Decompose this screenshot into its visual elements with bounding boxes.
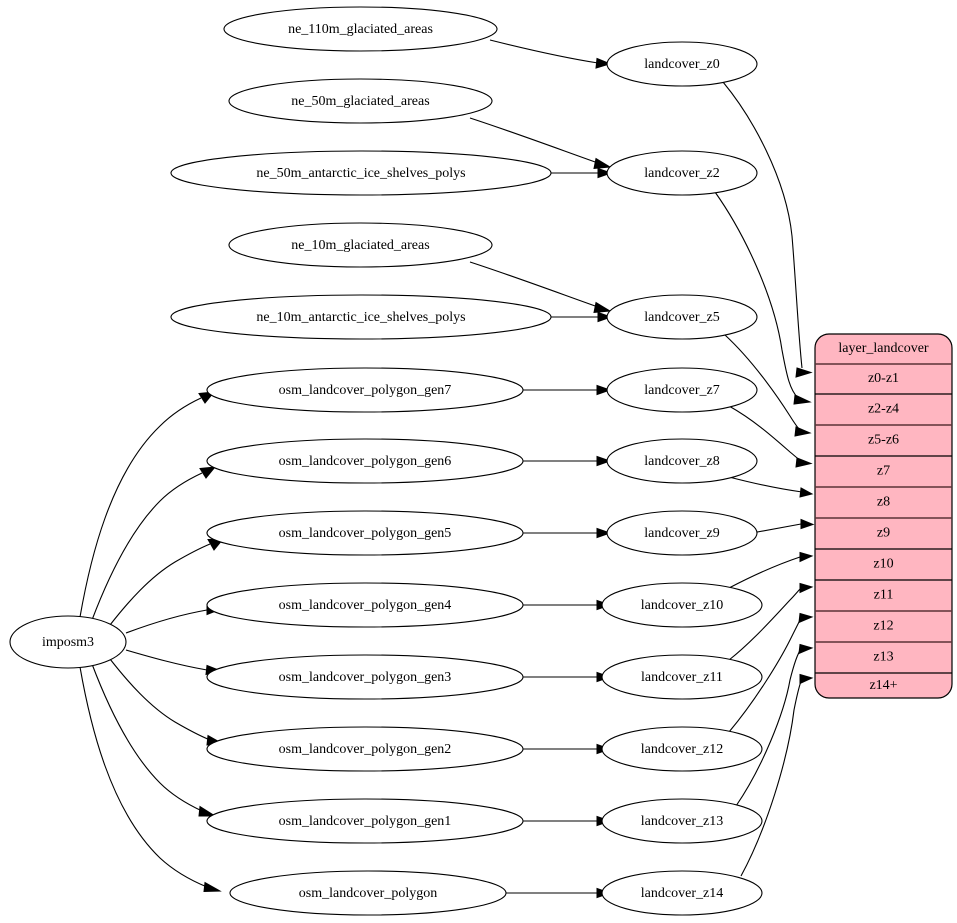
layer-landcover-table[interactable]: layer_landcover z0-z1 z2-z4 z5-z6 z7 z8 … [814, 333, 953, 699]
node-label: landcover_z10 [641, 598, 723, 613]
edge-gen2-to-z12 [523, 743, 612, 755]
edge-z11-to-row-z11 [728, 582, 814, 661]
node-label: landcover_z7 [644, 383, 719, 398]
edge-z7-to-row-z7 [728, 405, 813, 468]
node-landcover_z9[interactable]: landcover_z9 [606, 510, 758, 556]
edge-z5-to-row-z5z6 [724, 334, 812, 437]
node-landcover_z10[interactable]: landcover_z10 [601, 582, 763, 628]
edge-polygon-to-z14 [506, 887, 612, 899]
table-row-z5-z6[interactable]: z5-z6 [868, 433, 899, 448]
node-label: ne_50m_glaciated_areas [291, 94, 429, 109]
edge-gen3-to-z11 [523, 671, 612, 683]
node-osm_landcover_polygon_gen2[interactable]: osm_landcover_polygon_gen2 [206, 726, 524, 772]
osm-source-nodes: osm_landcover_polygon_gen7 osm_landcover… [206, 367, 524, 916]
edge-z2-to-row-z2z4 [714, 191, 812, 405]
table-row-z14-plus[interactable]: z14+ [869, 678, 897, 693]
edge-ne10ant-to-z5 [551, 311, 613, 323]
node-osm_landcover_polygon_gen1[interactable]: osm_landcover_polygon_gen1 [206, 798, 524, 844]
edge-layer [79, 39, 815, 899]
edge-imposm3-to-polygon [79, 666, 222, 893]
node-label: osm_landcover_polygon_gen5 [279, 526, 452, 541]
natural-earth-source-nodes: ne_110m_glaciated_areas ne_50m_glaciated… [170, 6, 552, 340]
node-label: landcover_z11 [641, 670, 723, 685]
node-imposm3[interactable]: imposm3 [9, 615, 127, 669]
node-label: landcover_z14 [641, 886, 723, 901]
edge-gen4-to-z10 [523, 599, 612, 611]
node-label: imposm3 [42, 635, 94, 650]
node-label: osm_landcover_polygon_gen3 [279, 670, 452, 685]
node-osm_landcover_polygon_gen4[interactable]: osm_landcover_polygon_gen4 [206, 582, 524, 628]
node-landcover_z8[interactable]: landcover_z8 [606, 438, 758, 484]
node-osm_landcover_polygon_gen5[interactable]: osm_landcover_polygon_gen5 [206, 510, 524, 556]
node-landcover_z13[interactable]: landcover_z13 [601, 798, 763, 844]
edge-z14-to-row-z14plus [740, 673, 814, 877]
edge-z0-to-row-z0z1 [722, 81, 813, 378]
node-label: osm_landcover_polygon_gen1 [279, 814, 452, 829]
node-label: osm_landcover_polygon_gen6 [279, 454, 452, 469]
node-landcover_z0[interactable]: landcover_z0 [606, 41, 758, 87]
table-row-z11[interactable]: z11 [874, 588, 894, 603]
edge-z10-to-row-z10 [728, 551, 814, 589]
node-osm_landcover_polygon[interactable]: osm_landcover_polygon [229, 870, 507, 916]
edge-ne50ant-to-z2 [551, 167, 613, 179]
table-row-z9[interactable]: z9 [877, 526, 890, 541]
landcover-view-nodes: landcover_z0 landcover_z2 landcover_z5 l… [601, 41, 763, 916]
node-label: osm_landcover_polygon [299, 886, 437, 901]
node-osm_landcover_polygon_gen3[interactable]: osm_landcover_polygon_gen3 [206, 654, 524, 700]
node-landcover_z2[interactable]: landcover_z2 [606, 150, 758, 196]
edge-gen6-to-z8 [523, 455, 612, 467]
node-landcover_z14[interactable]: landcover_z14 [601, 870, 763, 916]
table-row-z12[interactable]: z12 [873, 619, 893, 634]
edge-z13-to-row-z13 [735, 643, 814, 807]
node-label: landcover_z9 [644, 526, 719, 541]
node-osm_landcover_polygon_gen6[interactable]: osm_landcover_polygon_gen6 [206, 438, 524, 484]
table-row-z10[interactable]: z10 [873, 557, 893, 572]
edge-imposm3-to-gen6 [91, 466, 217, 621]
table-row-z2-z4[interactable]: z2-z4 [868, 402, 899, 417]
edge-ne50glac-to-z2 [469, 117, 612, 170]
node-label: landcover_z8 [644, 454, 719, 469]
node-label: landcover_z0 [644, 57, 719, 72]
table-row-z7[interactable]: z7 [877, 464, 890, 479]
node-label: ne_10m_glaciated_areas [291, 238, 429, 253]
node-label: osm_landcover_polygon_gen4 [279, 598, 452, 613]
edge-imposm3-to-gen1 [91, 663, 217, 817]
edge-gen7-to-z7 [523, 384, 612, 396]
table-row-z0-z1[interactable]: z0-z1 [868, 371, 899, 386]
node-label: ne_110m_glaciated_areas [288, 22, 433, 37]
table-row-z13[interactable]: z13 [873, 650, 893, 665]
edge-z9-to-row-z9 [751, 518, 815, 534]
node-ne_50m_glaciated_areas[interactable]: ne_50m_glaciated_areas [228, 78, 493, 124]
edge-imposm3-to-gen4 [125, 604, 223, 634]
table-row-z8[interactable]: z8 [877, 495, 890, 510]
edge-imposm3-to-gen5 [109, 538, 225, 626]
edge-gen1-to-z13 [523, 815, 612, 827]
edge-ne110-to-z0 [489, 39, 612, 69]
node-label: osm_landcover_polygon_gen2 [279, 742, 452, 757]
node-label: landcover_z2 [644, 166, 719, 181]
edge-ne10glac-to-z5 [469, 261, 612, 314]
edge-z8-to-row-z8 [728, 476, 814, 498]
node-label: ne_50m_antarctic_ice_shelves_polys [256, 166, 465, 181]
node-landcover_z7[interactable]: landcover_z7 [606, 367, 758, 413]
node-label: landcover_z12 [641, 742, 723, 757]
node-label: landcover_z13 [641, 814, 723, 829]
node-label: ne_10m_antarctic_ice_shelves_polys [256, 310, 465, 325]
node-label: landcover_z5 [644, 310, 719, 325]
node-landcover_z11[interactable]: landcover_z11 [601, 654, 763, 700]
node-ne_50m_antarctic_ice_shelves_polys[interactable]: ne_50m_antarctic_ice_shelves_polys [170, 150, 552, 196]
edge-z12-to-row-z12 [728, 612, 814, 733]
node-ne_110m_glaciated_areas[interactable]: ne_110m_glaciated_areas [223, 6, 498, 52]
node-osm_landcover_polygon_gen7[interactable]: osm_landcover_polygon_gen7 [206, 367, 524, 413]
node-label: osm_landcover_polygon_gen7 [279, 383, 452, 398]
edge-imposm3-to-gen3 [125, 649, 223, 676]
table-title: layer_landcover [838, 341, 929, 356]
node-landcover_z5[interactable]: landcover_z5 [606, 294, 758, 340]
edge-gen5-to-z9 [523, 527, 612, 539]
node-landcover_z12[interactable]: landcover_z12 [601, 726, 763, 772]
node-ne_10m_antarctic_ice_shelves_polys[interactable]: ne_10m_antarctic_ice_shelves_polys [170, 294, 552, 340]
node-ne_10m_glaciated_areas[interactable]: ne_10m_glaciated_areas [228, 222, 493, 268]
